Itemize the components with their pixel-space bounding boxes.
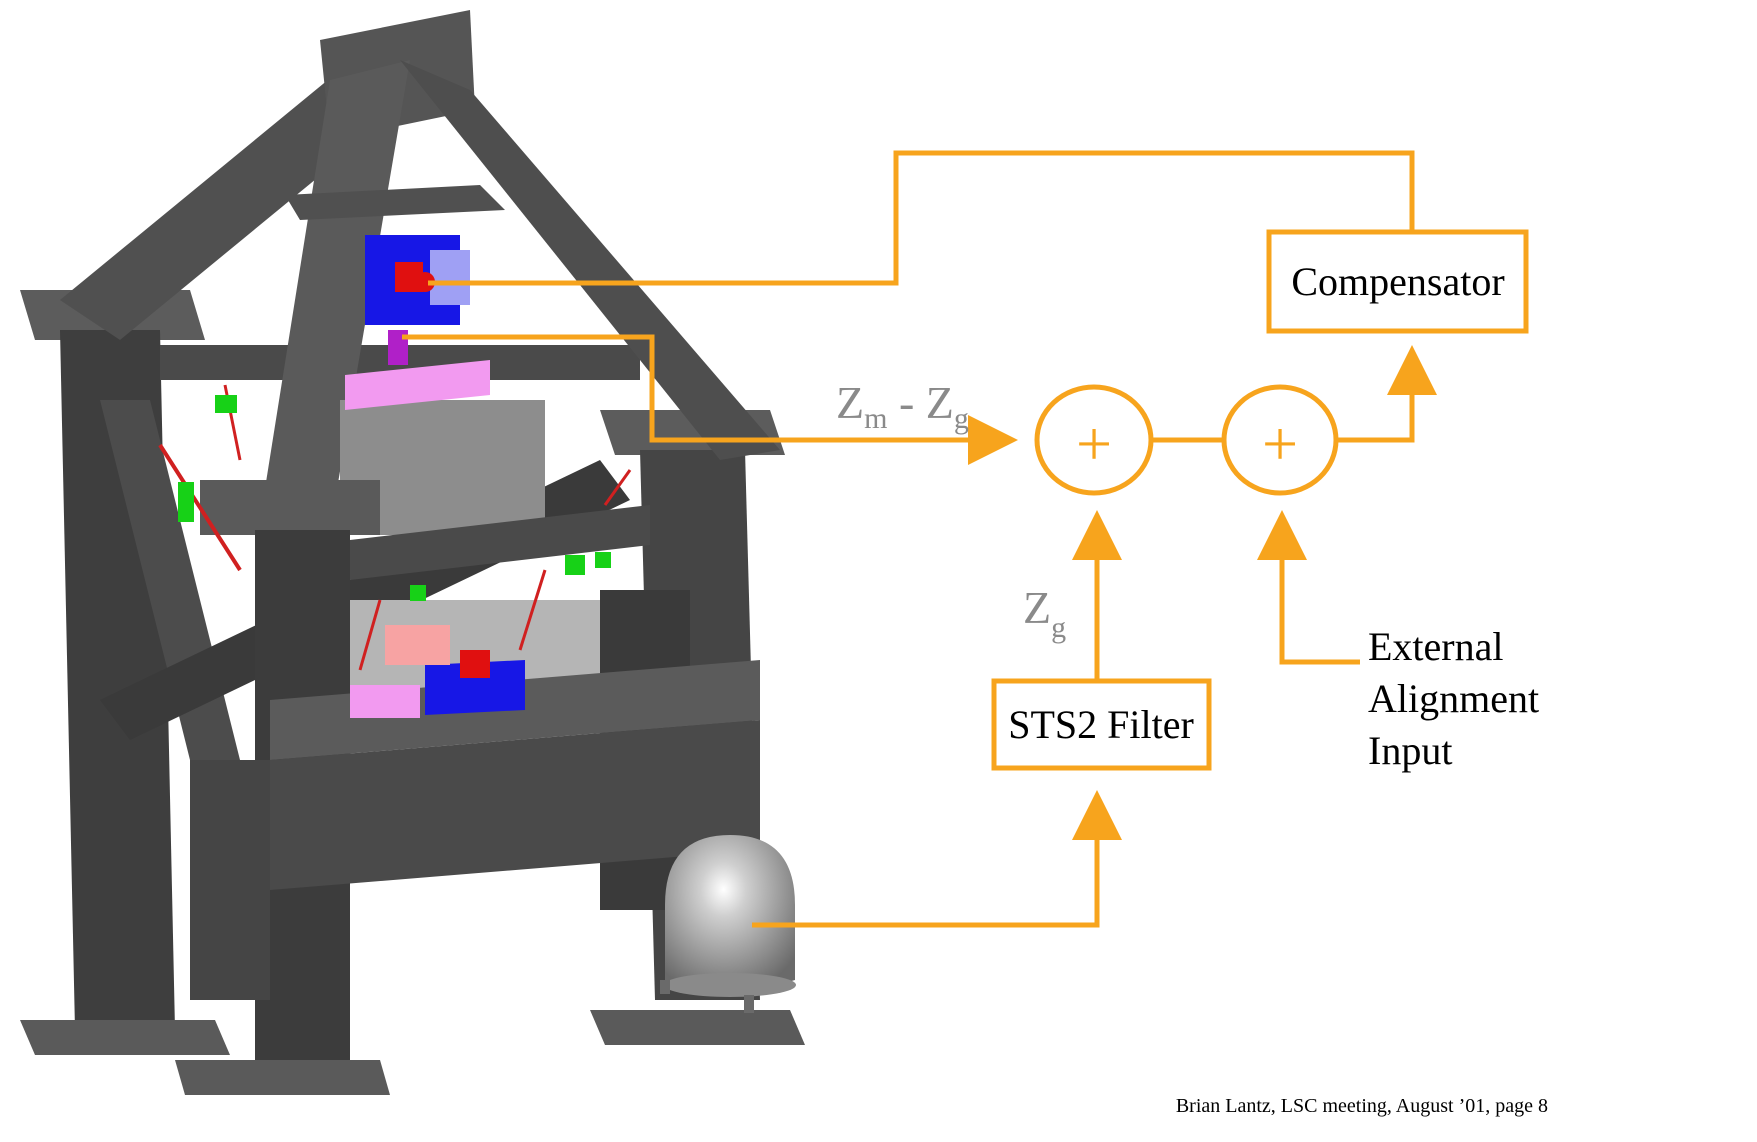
ground-signal-label: Zg [1023, 582, 1066, 644]
summing-junction-2: + [1224, 387, 1336, 493]
error-signal-label: Zm - Zg [836, 377, 969, 435]
sts2-filter-block: STS2 Filter [994, 681, 1209, 768]
spring-clamp [595, 552, 611, 568]
svg-text:Alignment: Alignment [1368, 676, 1539, 721]
isolation-frame-illustration [20, 10, 805, 1095]
seismometer-signal-line [752, 800, 1097, 925]
spring-clamp [215, 395, 237, 413]
plus-icon: + [1076, 408, 1112, 479]
svg-text:Input: Input [1368, 728, 1452, 773]
external-input-line [1282, 520, 1360, 662]
footer-credit: Brian Lantz, LSC meeting, August ’01, pa… [1176, 1095, 1548, 1117]
spring-clamp [410, 585, 426, 601]
lower-mount [350, 685, 420, 718]
svg-text:External: External [1368, 624, 1504, 669]
lower-actuator [460, 650, 490, 678]
plus-icon: + [1262, 408, 1298, 479]
compensator-input-line [1337, 355, 1412, 440]
spring-clamp [178, 482, 194, 522]
sts2-filter-label: STS2 Filter [1008, 702, 1194, 747]
spring-clamp [565, 555, 585, 575]
summing-junction-1: + [1037, 387, 1151, 493]
compensator-label: Compensator [1291, 259, 1504, 304]
compensator-block: Compensator [1269, 232, 1526, 331]
external-alignment-input-label: External Alignment Input [1368, 624, 1539, 773]
